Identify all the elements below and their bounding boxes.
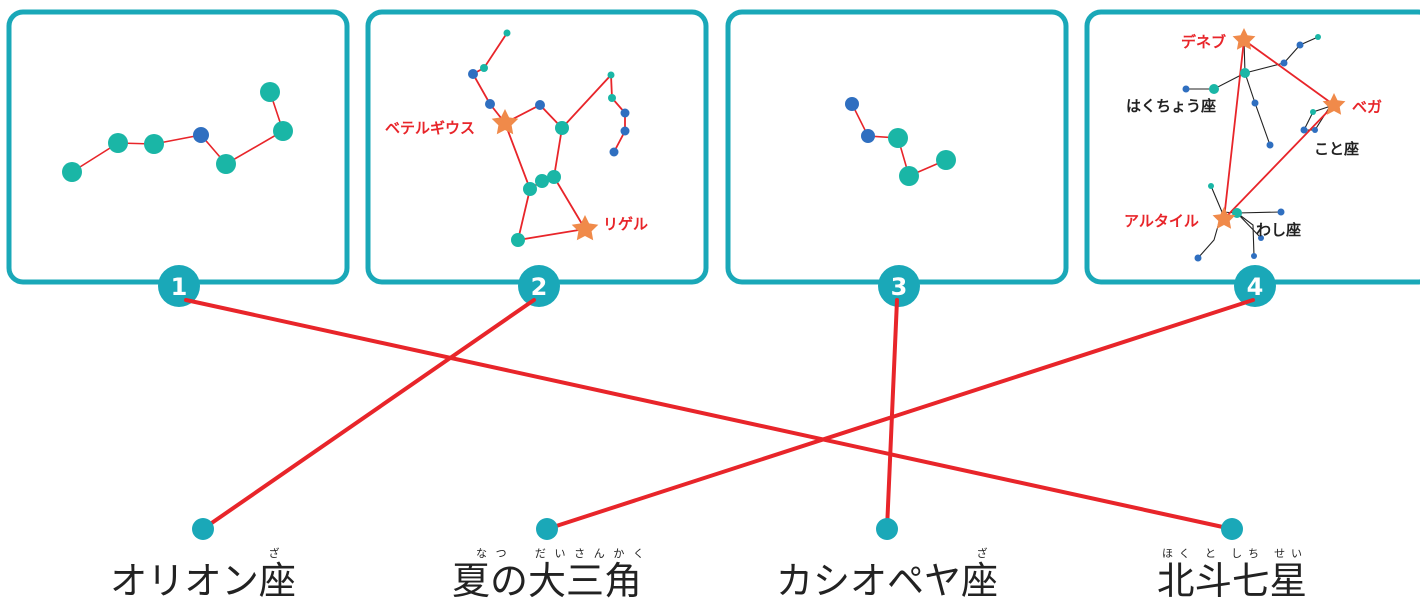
star (899, 166, 919, 186)
star (1209, 84, 1219, 94)
badge-1: 1 (158, 265, 200, 307)
star (547, 170, 561, 184)
panel-3-constellation (845, 97, 956, 186)
star (108, 133, 128, 153)
label-rigel: リゲル (603, 215, 648, 233)
star (1312, 127, 1318, 133)
star (144, 134, 164, 154)
star (468, 69, 478, 79)
star (503, 29, 511, 37)
answer-cassiopeia: カシオペヤ座 (776, 559, 998, 601)
badge-3-number: 3 (891, 273, 908, 301)
panel-1-frame (6, 9, 350, 285)
star (260, 82, 280, 102)
answer-dot-orion[interactable] (192, 518, 214, 540)
badge-2-number: 2 (531, 273, 548, 301)
star (273, 121, 293, 141)
betelgeuse-star-icon (491, 109, 519, 135)
ruby-cassiopeia: ざ (977, 546, 988, 560)
panel-1-constellation (62, 82, 293, 182)
star (216, 154, 236, 174)
badge-4: 4 (1234, 265, 1276, 307)
star (861, 129, 875, 143)
connector-3-to-cassiopeia (885, 298, 899, 531)
star (845, 97, 859, 111)
rigel-star-icon (571, 215, 599, 241)
star (1280, 59, 1288, 67)
star (535, 100, 545, 110)
star (1251, 99, 1259, 107)
altair-star-icon (1212, 207, 1236, 229)
label-deneb: デネブ (1181, 33, 1226, 51)
star (609, 147, 619, 157)
star (1296, 41, 1304, 49)
answer-orion: オリオン座 (110, 559, 296, 601)
label-cygnus: はくちょう座 (1126, 97, 1216, 115)
panel-2-constellation: ベテルギウス リゲル (385, 29, 648, 247)
star (1310, 109, 1316, 115)
panel-4-constellation: デネブ ベガ アルタイル はくちょう座 こと座 わし座 (1124, 28, 1382, 262)
badge-4-number: 4 (1247, 273, 1264, 301)
star (1194, 254, 1202, 262)
label-aquila: わし座 (1256, 221, 1301, 239)
star (1182, 85, 1190, 93)
star (1266, 141, 1274, 149)
label-lyra: こと座 (1314, 140, 1359, 158)
ruby-summer-triangle: なつ だいさんかく (476, 547, 644, 560)
answer-dot-hokutoshichisei[interactable] (1221, 518, 1243, 540)
star (620, 108, 630, 118)
star (1300, 126, 1308, 134)
connector-1-to-hokutoshichisei (184, 298, 1234, 531)
badge-2: 2 (518, 265, 560, 307)
ruby-orion: ざ (269, 546, 280, 560)
star (936, 150, 956, 170)
star (485, 99, 495, 109)
star (555, 121, 569, 135)
answer-summer-triangle: 夏の大三角 (452, 559, 642, 601)
star (523, 182, 537, 196)
star (1251, 253, 1257, 259)
answer-hokutoshichisei: 北斗七星 (1157, 559, 1307, 601)
label-altair: アルタイル (1124, 212, 1199, 230)
answer-dot-cassiopeia[interactable] (876, 518, 898, 540)
star (608, 94, 616, 102)
star (511, 233, 525, 247)
star (1258, 235, 1264, 241)
star (193, 127, 209, 143)
star (62, 162, 82, 182)
star (535, 174, 549, 188)
star (620, 126, 630, 136)
badge-1-number: 1 (171, 273, 188, 301)
panel-2-frame (365, 9, 709, 285)
answer-dot-summer-triangle[interactable] (536, 518, 558, 540)
badge-3: 3 (878, 265, 920, 307)
label-vega: ベガ (1352, 98, 1382, 116)
connector-4-to-summer-triangle (545, 298, 1255, 531)
star (480, 64, 488, 72)
star (607, 71, 615, 79)
star (1240, 68, 1250, 78)
star (1315, 34, 1321, 40)
star (888, 128, 908, 148)
deneb-star-icon (1232, 28, 1256, 50)
ruby-hokutoshichisei: ほく と しち せい (1162, 547, 1302, 560)
star (1208, 183, 1214, 189)
summer-triangle-lines (1222, 38, 1336, 222)
label-betelgeuse: ベテルギウス (385, 119, 475, 137)
vega-star-icon (1322, 93, 1346, 115)
star (1277, 208, 1285, 216)
connector-2-to-orion (201, 298, 536, 531)
